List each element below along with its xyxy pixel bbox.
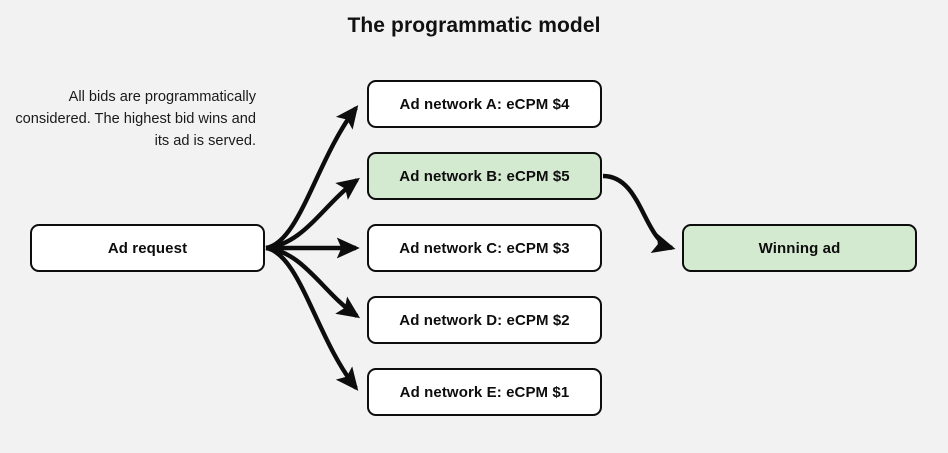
node-winning-ad-label: Winning ad xyxy=(758,239,841,257)
node-ad-network-a[interactable]: Ad network A: eCPM $4 xyxy=(367,80,602,128)
node-ad-network-c-label: Ad network C: eCPM $3 xyxy=(399,239,570,257)
edge-request-to-network-b xyxy=(265,177,360,251)
edge-request-to-network-e xyxy=(265,245,359,391)
node-ad-request-label: Ad request xyxy=(107,239,188,257)
edge-network-b-to-winner xyxy=(602,173,676,253)
node-ad-network-b[interactable]: Ad network B: eCPM $5 xyxy=(367,152,602,200)
node-ad-network-d[interactable]: Ad network D: eCPM $2 xyxy=(367,296,602,344)
node-ad-network-e[interactable]: Ad network E: eCPM $1 xyxy=(367,368,602,416)
node-ad-network-d-label: Ad network D: eCPM $2 xyxy=(399,311,570,329)
node-ad-request[interactable]: Ad request xyxy=(30,224,265,272)
node-ad-network-c[interactable]: Ad network C: eCPM $3 xyxy=(367,224,602,272)
node-winning-ad[interactable]: Winning ad xyxy=(682,224,917,272)
node-ad-network-b-label: Ad network B: eCPM $5 xyxy=(399,167,570,185)
edge-request-to-network-d xyxy=(265,245,361,319)
edge-request-to-network-a xyxy=(265,105,359,251)
page-title: The programmatic model xyxy=(347,14,601,37)
node-ad-network-e-label: Ad network E: eCPM $1 xyxy=(399,383,570,401)
node-ad-network-a-label: Ad network A: eCPM $4 xyxy=(399,95,570,113)
explanation-caption: All bids are programmatically considered… xyxy=(15,89,256,149)
